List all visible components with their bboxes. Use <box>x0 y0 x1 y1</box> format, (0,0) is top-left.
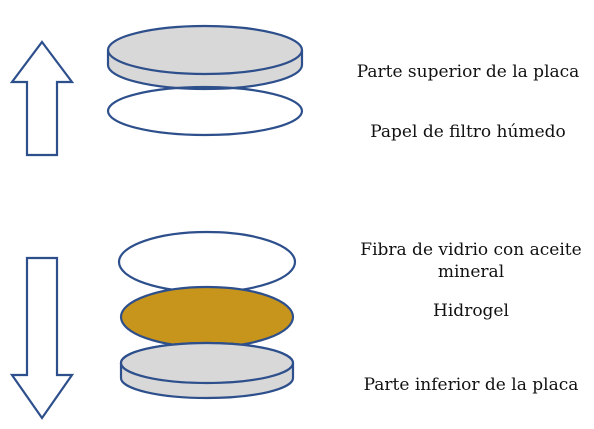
glass-fiber-disc <box>117 230 297 294</box>
bottom-plate <box>119 341 295 400</box>
top-plate-label: Parte superior de la placa <box>356 62 580 82</box>
hydrogel-disc <box>119 285 295 349</box>
wet-filter-paper-label: Papel de filtro húmedo <box>370 122 566 142</box>
wet-filter-paper <box>106 85 304 137</box>
bottom-plate-label: Parte inferior de la placa <box>363 375 579 395</box>
up-arrow-icon <box>9 40 75 157</box>
top-plate <box>106 24 304 91</box>
down-arrow-icon <box>9 256 75 420</box>
hydrogel-label: Hidrogel <box>433 301 509 321</box>
glass-fiber-label: Fibra de vidrio con aceite mineral <box>360 240 582 282</box>
